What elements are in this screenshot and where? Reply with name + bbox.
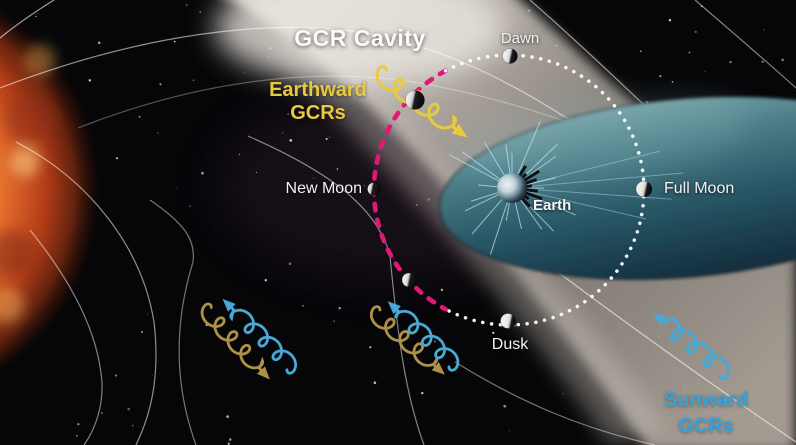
earthward-line2: GCRs bbox=[290, 102, 346, 124]
label-new-moon: New Moon bbox=[285, 180, 362, 197]
moon-dawn bbox=[502, 48, 518, 64]
sunward-line2: GCRs bbox=[678, 415, 734, 437]
earth-globe bbox=[497, 173, 527, 203]
moon-full bbox=[635, 180, 653, 198]
sunward-gcr-arrow bbox=[652, 312, 731, 381]
label-dawn: Dawn bbox=[500, 30, 540, 47]
label-earth: Earth bbox=[533, 197, 572, 214]
moon-waning bbox=[401, 272, 417, 288]
moon-phases bbox=[367, 48, 653, 329]
tan-gcr-arrow-2 bbox=[369, 305, 445, 375]
gcr-coil-arrows bbox=[200, 64, 731, 381]
moon-earthward-stream bbox=[405, 90, 425, 110]
label-earthward-gcrs: Earthward GCRs bbox=[246, 79, 390, 125]
figure-title: GCR Cavity bbox=[294, 25, 426, 51]
label-dusk: Dusk bbox=[491, 336, 529, 353]
earthward-line1: Earthward bbox=[269, 79, 367, 101]
sun bbox=[0, 6, 101, 374]
moon-new bbox=[367, 182, 381, 196]
label-full-moon: Full Moon bbox=[664, 180, 735, 197]
blue-gcr-arrow-2 bbox=[387, 301, 460, 372]
earth-magnetotail bbox=[438, 95, 796, 281]
sunward-line1: Sunward bbox=[663, 389, 749, 411]
tan-gcr-arrow-1 bbox=[200, 302, 270, 380]
label-sunward-gcrs: Sunward GCRs bbox=[634, 387, 778, 439]
moon-dusk bbox=[500, 313, 516, 329]
blue-gcr-arrow-1 bbox=[222, 298, 298, 375]
